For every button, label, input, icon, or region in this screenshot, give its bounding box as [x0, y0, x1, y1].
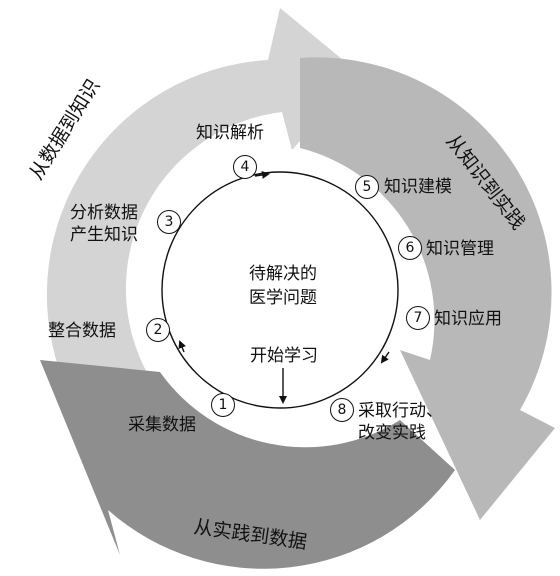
step-3-label: 分析数据 产生知识: [70, 203, 138, 245]
step-4-badge: 4: [233, 155, 257, 179]
step-7-label: 知识应用: [434, 309, 502, 329]
problem-line-2: 医学问题: [249, 288, 317, 308]
step-8-label: 采取行动、 改变实践: [358, 401, 443, 443]
step-2-label: 整合数据: [48, 321, 116, 341]
band-knowledge-to-practice: [300, 57, 555, 520]
step-6-label: 知识管理: [426, 239, 494, 259]
step-1-label: 采集数据: [128, 415, 196, 435]
step-5-label: 知识建模: [384, 177, 452, 197]
cycle-arrow-right: [380, 351, 390, 364]
cycle-arrow-left: [178, 340, 186, 353]
band-practice-to-data: [40, 360, 455, 569]
step-6-badge: 6: [398, 236, 422, 260]
problem-line-1: 待解决的: [249, 264, 317, 284]
step-5-badge: 5: [355, 175, 379, 199]
step-8-badge: 8: [330, 398, 354, 422]
band-data-to-knowledge: [46, 8, 361, 378]
step-3-badge: 3: [157, 210, 181, 234]
cycle-arrow-top: [254, 170, 270, 179]
inner-cycle-ring: [161, 171, 399, 409]
problem-text: 待解决的 医学问题: [230, 262, 336, 310]
step-7-badge: 7: [406, 306, 430, 330]
step-1-badge: 1: [211, 393, 235, 417]
start-learning-text: 开始学习: [250, 346, 318, 366]
step-4-label: 知识解析: [196, 123, 264, 143]
step-2-badge: 2: [146, 318, 170, 342]
